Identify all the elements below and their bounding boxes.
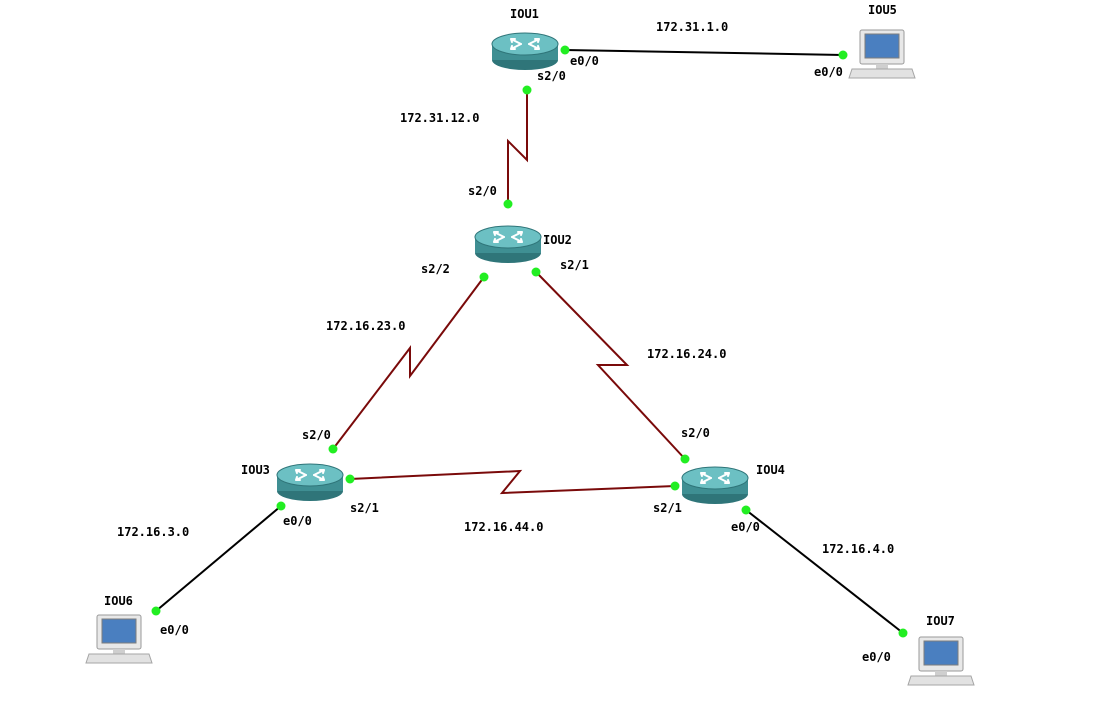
device-label-iou7: IOU7 <box>926 614 955 628</box>
router-icon <box>491 32 559 71</box>
router-iou2[interactable] <box>474 225 542 264</box>
port-dot <box>328 444 338 454</box>
router-iou3[interactable] <box>276 463 344 502</box>
link-iou2-iou3[interactable] <box>332 276 485 450</box>
port-dot <box>838 50 848 60</box>
port-dot <box>531 267 541 277</box>
link-iou4-iou7[interactable] <box>745 509 904 634</box>
pc-icon <box>848 29 916 79</box>
network-label: 172.16.3.0 <box>117 525 189 539</box>
router-icon <box>474 225 542 264</box>
port-dots <box>151 45 908 638</box>
pc-icon <box>907 636 975 686</box>
port-label: s2/1 <box>653 501 682 515</box>
port-label: s2/1 <box>350 501 379 515</box>
device-label-iou3: IOU3 <box>241 463 270 477</box>
router-iou4[interactable] <box>681 466 749 505</box>
port-dot <box>680 454 690 464</box>
network-label: 172.16.23.0 <box>326 319 405 333</box>
port-dot <box>151 606 161 616</box>
network-label: 172.16.4.0 <box>822 542 894 556</box>
port-dot <box>503 199 513 209</box>
pc-iou7[interactable] <box>907 636 975 686</box>
device-label-iou5: IOU5 <box>868 3 897 17</box>
network-label: 172.31.1.0 <box>656 20 728 34</box>
links <box>155 49 904 634</box>
pc-icon <box>85 614 153 664</box>
port-label: e0/0 <box>570 54 599 68</box>
router-icon <box>681 466 749 505</box>
port-dot <box>522 85 532 95</box>
port-label: s2/0 <box>681 426 710 440</box>
port-dot <box>560 45 570 55</box>
router-icon <box>276 463 344 502</box>
port-label: e0/0 <box>160 623 189 637</box>
port-label: s2/0 <box>302 428 331 442</box>
network-label: 172.16.24.0 <box>647 347 726 361</box>
port-dot <box>479 272 489 282</box>
port-label: s2/0 <box>537 69 566 83</box>
link-iou3-iou6[interactable] <box>155 505 282 612</box>
port-label: e0/0 <box>814 65 843 79</box>
port-dot <box>670 481 680 491</box>
port-dot <box>345 474 355 484</box>
device-label-iou4: IOU4 <box>756 463 785 477</box>
port-label: s2/0 <box>468 184 497 198</box>
port-label: e0/0 <box>283 514 312 528</box>
pc-iou6[interactable] <box>85 614 153 664</box>
network-label: 172.16.44.0 <box>464 520 543 534</box>
device-label-iou1: IOU1 <box>510 7 539 21</box>
link-iou1-iou5[interactable] <box>564 49 844 56</box>
port-dot <box>741 505 751 515</box>
link-iou3-iou4[interactable] <box>349 469 676 495</box>
port-label: s2/1 <box>560 258 589 272</box>
port-dot <box>276 501 286 511</box>
router-iou1[interactable] <box>491 32 559 71</box>
network-label: 172.31.12.0 <box>400 111 479 125</box>
pc-iou5[interactable] <box>848 29 916 79</box>
port-dot <box>898 628 908 638</box>
link-iou2-iou4[interactable] <box>535 271 686 460</box>
device-label-iou6: IOU6 <box>104 594 133 608</box>
device-label-iou2: IOU2 <box>543 233 572 247</box>
link-iou1-iou2[interactable] <box>507 90 528 204</box>
port-label: e0/0 <box>731 520 760 534</box>
port-label: s2/2 <box>421 262 450 276</box>
port-label: e0/0 <box>862 650 891 664</box>
